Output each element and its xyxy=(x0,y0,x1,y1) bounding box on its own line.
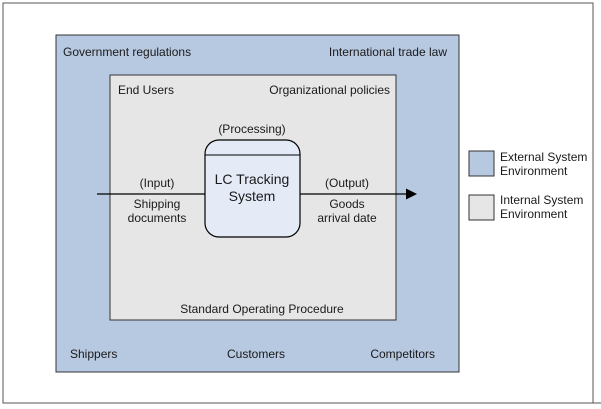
output-label-line1: Goods xyxy=(329,197,364,211)
external-label-competitors: Competitors xyxy=(370,347,435,361)
legend-internal-line1: Internal System xyxy=(500,193,583,207)
process-title-line1: LC Tracking xyxy=(215,171,290,187)
external-label-customers: Customers xyxy=(227,347,285,361)
internal-label-organizational-policies: Organizational policies xyxy=(269,83,390,97)
output-caption: (Output) xyxy=(325,176,369,190)
input-caption: (Input) xyxy=(140,176,175,190)
legend-swatch-internal xyxy=(468,194,495,221)
process-box xyxy=(204,139,301,238)
internal-label-standard-operating-procedure: Standard Operating Procedure xyxy=(180,302,344,316)
external-label-shippers: Shippers xyxy=(70,347,117,361)
legend-external-line1: External System xyxy=(500,150,587,164)
legend-external-line2: Environment xyxy=(500,164,568,178)
input-label-line2: documents xyxy=(128,211,187,225)
external-label-international-trade-law: International trade law xyxy=(329,45,447,59)
output-arrowhead xyxy=(406,188,417,200)
output-label-line2: arrival date xyxy=(317,211,377,225)
legend-internal-line2: Environment xyxy=(500,207,568,221)
input-label-line1: Shipping xyxy=(134,197,181,211)
legend-swatch-external xyxy=(468,150,495,177)
external-label-government-regulations: Government regulations xyxy=(63,45,191,59)
process-title-line2: System xyxy=(229,188,276,204)
internal-label-end-users: End Users xyxy=(118,83,174,97)
process-caption: (Processing) xyxy=(218,122,285,136)
